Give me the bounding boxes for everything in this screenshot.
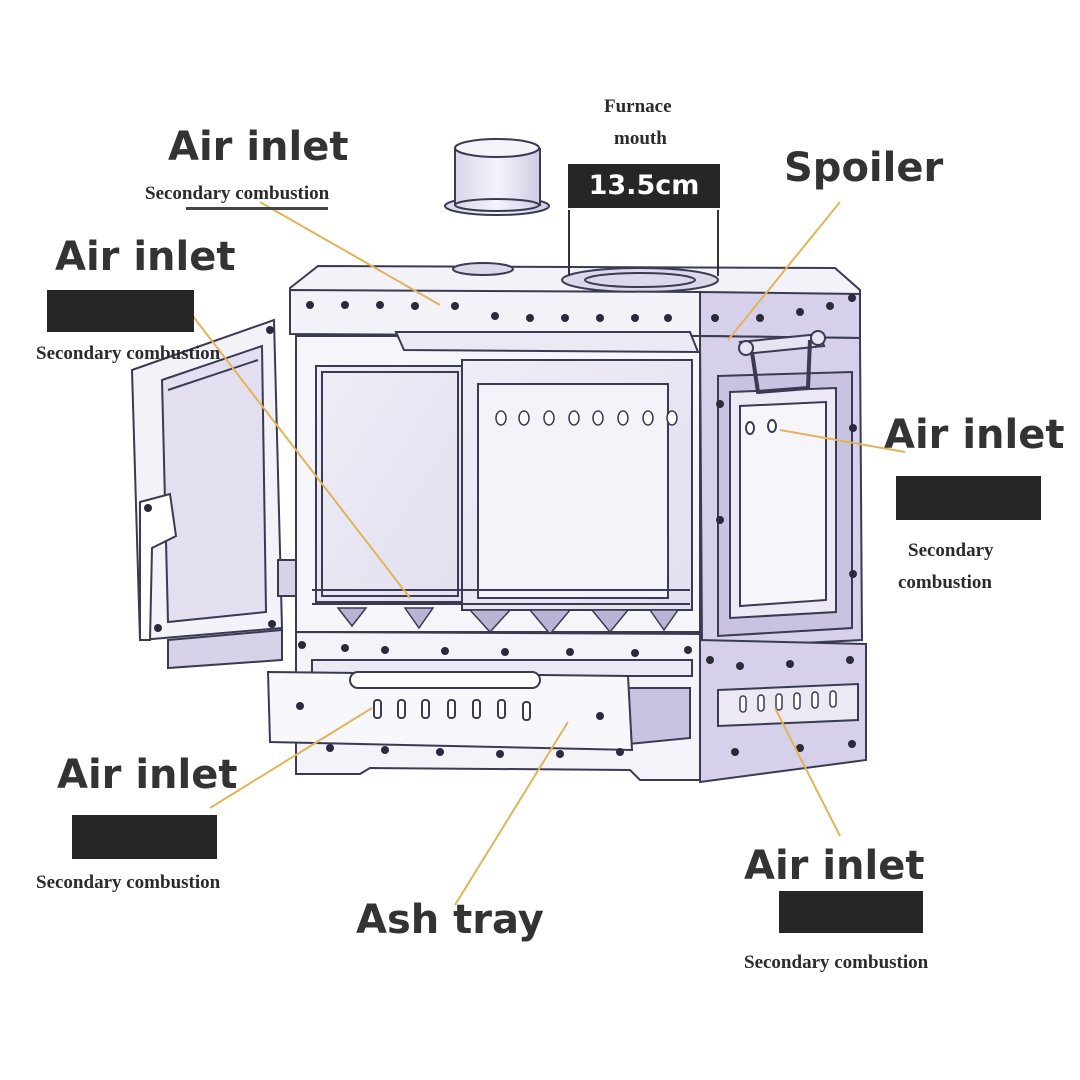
air-inlet-right-bar [896,476,1041,520]
air-inlet-right-title: Air inlet [884,412,1065,458]
top-subtitle-underline [186,207,328,210]
ash-tray-label: Ash tray [356,897,544,943]
front-top-rail [289,288,861,340]
front-frame [295,331,701,633]
air-inlet-bottom-right-bar [779,891,923,933]
ash-tray-slots [373,699,531,721]
open-door [130,318,297,670]
furnace-mouth-line2: mouth [614,128,667,149]
air-inlet-bottom-right-title: Air inlet [744,843,925,889]
air-inlet-right-subtitle-2: combustion [898,572,992,593]
grate-teeth [336,607,680,636]
back-plate-holes [495,410,678,426]
air-inlet-bottom-left-bar [72,815,217,859]
dimension-lines [568,210,719,276]
air-inlet-bottom-left-title: Air inlet [57,752,238,798]
furnace-mouth-dimension: 13.5cm [568,164,720,208]
bolts [144,294,857,758]
carry-handle [738,330,826,395]
air-inlet-left-title: Air inlet [55,234,236,280]
leader-lines [191,201,906,906]
air-inlet-top-subtitle: Secondary combustion [145,183,330,204]
chimney-pipe [444,138,550,216]
air-inlet-top-title: Air inlet [168,124,349,170]
air-inlet-right-subtitle-1: Secondary [908,540,994,561]
spoiler-label: Spoiler [784,145,944,191]
air-inlet-left-bar [47,290,194,332]
right-side-panel [698,334,864,650]
air-inlet-bottom-left-subtitle: Secondary combustion [36,872,221,893]
furnace-mouth-line1: Furnace [604,96,672,117]
side-vent-slots [739,690,837,713]
air-inlet-left-subtitle: Secondary combustion [36,343,221,364]
air-inlet-bottom-right-subtitle: Secondary combustion [744,952,929,973]
